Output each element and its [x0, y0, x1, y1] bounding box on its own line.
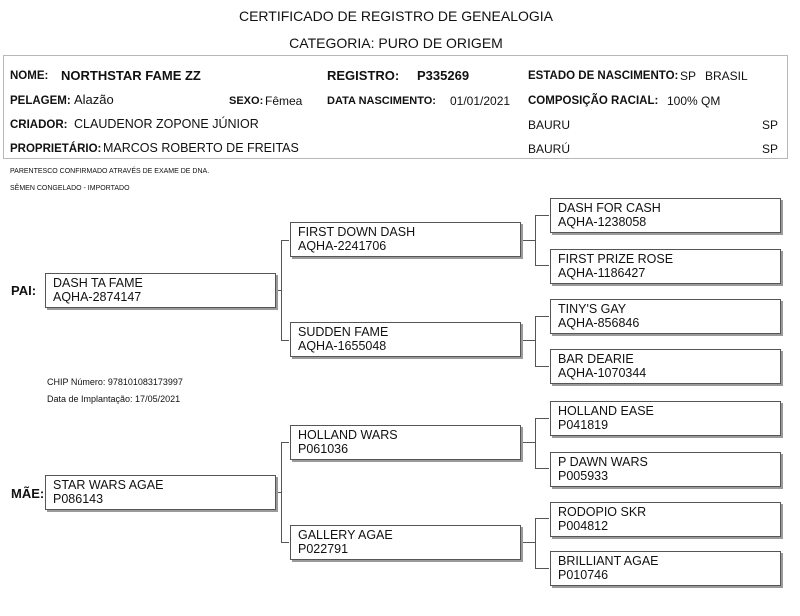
dam-dam-sire-box: RODOPIO SKR P004812 — [550, 502, 781, 537]
horse-registration: P086143 — [53, 492, 104, 506]
criador-uf: SP — [762, 118, 779, 132]
connector — [535, 518, 536, 568]
dam-dam-box: GALLERY AGAE P022791 — [290, 525, 521, 560]
registro-label: REGISTRO: — [327, 68, 400, 83]
horse-name: HOLLAND WARS — [298, 428, 398, 442]
connector — [522, 240, 535, 241]
horse-registration: AQHA-1238058 — [558, 215, 647, 229]
horse-registration: AQHA-856846 — [558, 316, 640, 330]
horse-name: FIRST PRIZE ROSE — [558, 252, 674, 266]
composicao-label: COMPOSIÇÃO RACIAL: — [528, 95, 659, 107]
horse-registration: AQHA-1070344 — [558, 366, 647, 380]
horse-registration: AQHA-2874147 — [53, 290, 142, 304]
proprietario-value: MARCOS ROBERTO DE FREITAS — [103, 141, 299, 155]
sire-dam-sire-box: TINY'S GAY AQHA-856846 — [550, 299, 781, 334]
sire-dam-box: SUDDEN FAME AQHA-1655048 — [290, 322, 521, 357]
horse-name: P DAWN WARS — [558, 455, 648, 469]
nome-label: NOME: — [10, 70, 49, 82]
registro-value: P335269 — [417, 68, 470, 83]
dam-box: STAR WARS AGAE P086143 — [45, 475, 276, 510]
connector — [281, 442, 289, 443]
connector — [281, 240, 282, 340]
horse-registration: AQHA-2241706 — [298, 239, 387, 253]
connector — [522, 542, 535, 543]
chip-number: CHIP Número: 978101083173997 — [47, 377, 183, 387]
proprietario-uf: SP — [762, 142, 779, 156]
sire-dam-dam-box: BAR DEARIE AQHA-1070344 — [550, 349, 781, 384]
horse-name: BAR DEARIE — [558, 352, 634, 366]
pelagem-value: Alazão — [74, 92, 114, 107]
horse-name: BRILLIANT AGAE — [558, 554, 659, 568]
connector — [281, 240, 289, 241]
sire-sire-dam-box: FIRST PRIZE ROSE AQHA-1186427 — [550, 249, 781, 284]
sexo-value: Fêmea — [265, 94, 303, 108]
connector — [535, 418, 536, 468]
info-panel — [3, 55, 788, 159]
proprietario-cidade: BAURÚ — [528, 142, 571, 156]
horse-name: RODOPIO SKR — [558, 505, 647, 519]
connector — [276, 492, 281, 493]
estado-label: ESTADO DE NASCIMENTO: — [528, 70, 679, 82]
horse-name: FIRST DOWN DASH — [298, 225, 416, 239]
horse-name: SUDDEN FAME — [298, 325, 389, 339]
certificate-category: CATEGORIA: PURO DE ORIGEM — [289, 35, 503, 51]
connector — [522, 340, 535, 341]
connector — [281, 542, 289, 543]
nascimento-label: DATA NASCIMENTO: — [327, 95, 436, 107]
chip-implant-date: Data de Implantação: 17/05/2021 — [47, 394, 181, 404]
estado-value: SP — [680, 69, 697, 83]
horse-name: DASH FOR CASH — [558, 201, 661, 215]
dam-sire-sire-box: HOLLAND EASE P041819 — [550, 401, 781, 436]
connector — [535, 568, 549, 569]
composicao-value: 100% QM — [667, 94, 721, 108]
proprietario-label: PROPRIETÁRIO: — [10, 143, 102, 155]
horse-name: TINY'S GAY — [558, 302, 627, 316]
connector — [535, 316, 536, 366]
horse-registration: AQHA-1655048 — [298, 339, 387, 353]
connector — [535, 316, 549, 317]
connector — [535, 366, 549, 367]
connector — [535, 265, 549, 266]
connector — [535, 518, 549, 519]
horse-name: HOLLAND EASE — [558, 404, 654, 418]
sire-box: DASH TA FAME AQHA-2874147 — [45, 273, 276, 308]
pelagem-label: PELAGEM: — [10, 95, 71, 107]
horse-registration: AQHA-1186427 — [558, 266, 646, 280]
dna-note: PARENTESCO CONFIRMADO ATRAVÉS DE EXAME D… — [10, 168, 210, 175]
nome-value: NORTHSTAR FAME ZZ — [61, 68, 201, 83]
certificate-title: CERTIFICADO DE REGISTRO DE GENEALOGIA — [238, 8, 553, 24]
connector — [535, 468, 549, 469]
mae-label: MÃE: — [11, 486, 45, 501]
connector — [522, 442, 535, 443]
connector — [281, 442, 282, 542]
horse-registration: P010746 — [558, 568, 609, 582]
dam-sire-dam-box: P DAWN WARS P005933 — [550, 452, 781, 487]
criador-cidade: BAURU — [528, 118, 571, 132]
horse-name: STAR WARS AGAE — [53, 478, 164, 492]
connector — [535, 215, 549, 216]
connector — [281, 340, 289, 341]
semen-note: SÊMEN CONGELADO - IMPORTADO — [10, 185, 130, 192]
criador-label: CRIADOR: — [10, 119, 68, 131]
sire-sire-box: FIRST DOWN DASH AQHA-2241706 — [290, 222, 521, 257]
horse-name: DASH TA FAME — [53, 276, 143, 290]
connector — [535, 418, 549, 419]
dam-dam-dam-box: BRILLIANT AGAE P010746 — [550, 551, 781, 586]
sexo-label: SEXO: — [229, 95, 264, 107]
connector — [535, 215, 536, 265]
horse-registration: P004812 — [558, 519, 609, 533]
nascimento-value: 01/01/2021 — [450, 94, 511, 108]
horse-registration: P041819 — [558, 418, 609, 432]
horse-registration: P022791 — [298, 542, 349, 556]
pai-label: PAI: — [11, 283, 37, 298]
pais-value: BRASIL — [705, 69, 748, 83]
connector — [276, 290, 281, 291]
horse-name: GALLERY AGAE — [298, 528, 393, 542]
criador-value: CLAUDENOR ZOPONE JÚNIOR — [74, 117, 259, 131]
horse-registration: P005933 — [558, 469, 609, 483]
dam-sire-box: HOLLAND WARS P061036 — [290, 425, 521, 460]
sire-sire-sire-box: DASH FOR CASH AQHA-1238058 — [550, 198, 781, 233]
horse-registration: P061036 — [298, 442, 349, 456]
